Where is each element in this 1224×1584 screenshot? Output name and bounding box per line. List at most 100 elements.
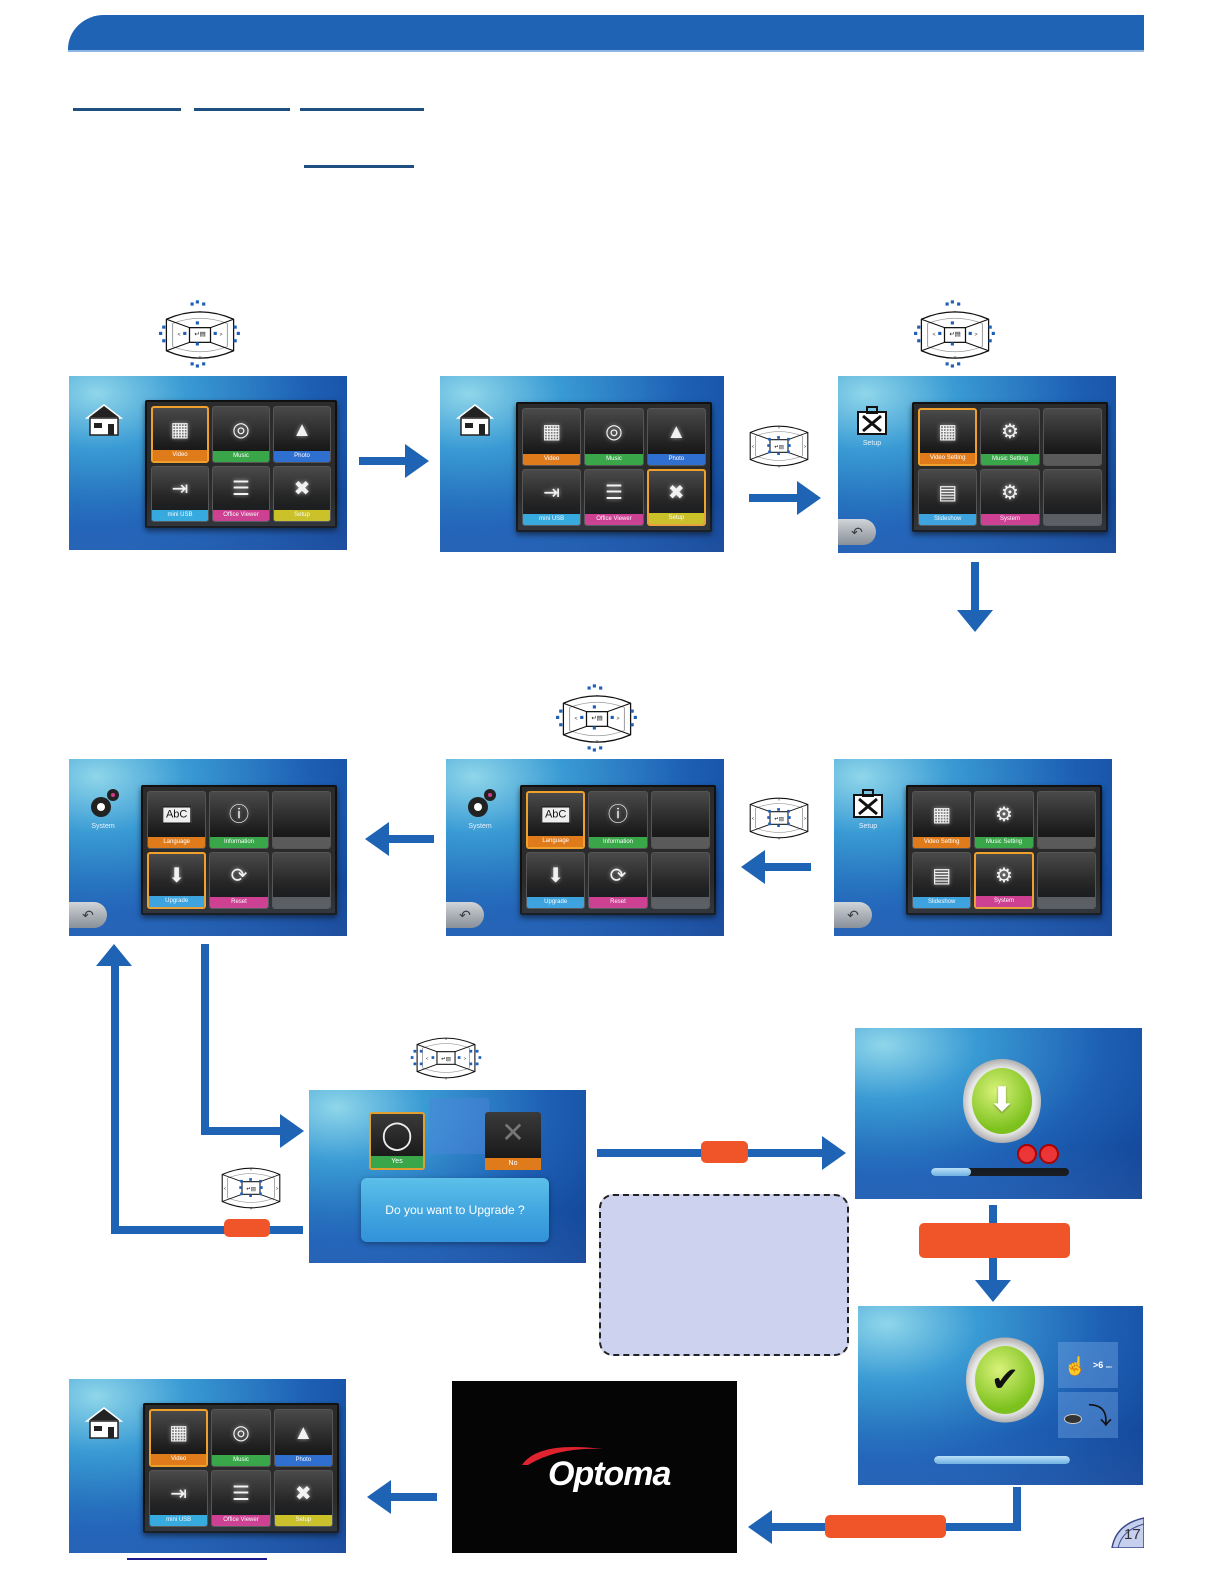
tile-photo[interactable]: ▲Photo — [273, 406, 331, 463]
tile-system[interactable]: ⚙System — [974, 851, 1034, 909]
usb-input-icon: ⇥ — [171, 478, 189, 501]
back-button[interactable]: ↶ — [446, 902, 484, 928]
upgrading-screen: ⬇ — [855, 1028, 1142, 1199]
back-arrow-icon: ↶ — [851, 524, 863, 540]
cross-icon: ✕ — [501, 1117, 525, 1148]
tile-empty — [650, 851, 710, 909]
brand-swoosh-icon — [522, 1447, 603, 1465]
back-button[interactable]: ↶ — [69, 902, 107, 928]
tile-music[interactable]: ◎Music — [211, 1409, 271, 1467]
svg-text:<: < — [752, 816, 755, 821]
subtitle-link-underline[interactable] — [304, 165, 414, 168]
reset-icon: ⟳ — [609, 864, 627, 887]
svg-text:^: ^ — [778, 798, 781, 803]
tile-video-setting[interactable]: ▦Video Setting — [918, 408, 978, 466]
no-power-off-icon — [1039, 1144, 1059, 1164]
music-setting-icon: ⚙ — [995, 804, 1013, 827]
tile-music[interactable]: ◎Music — [584, 408, 644, 466]
system-gears-icon: ⚙ — [1001, 481, 1019, 504]
upgrade-download-icon: ⬇ — [168, 864, 186, 887]
tile-music-setting[interactable]: ⚙Music Setting — [974, 791, 1034, 849]
svg-text:<: < — [177, 332, 180, 338]
home-icon — [454, 402, 496, 438]
tile-reset[interactable]: ⟳Reset — [209, 851, 269, 909]
tile-reset[interactable]: ⟳Reset — [588, 851, 648, 909]
title-link-underline[interactable] — [194, 108, 290, 111]
svg-text:>: > — [219, 332, 222, 338]
upgrade-question-box: Do you want to Upgrade ? — [361, 1178, 549, 1242]
upgrade-download-icon: ⬇ — [547, 864, 565, 887]
tile-slideshow[interactable]: ▤Slideshow — [918, 468, 978, 526]
information-icon: ⓘ — [228, 804, 249, 827]
back-arrow-icon: ↶ — [82, 907, 94, 923]
no-button[interactable]: ✕ No — [485, 1112, 541, 1170]
menu-grid: ▦Video Setting ⚙Music Setting ▤Slideshow… — [906, 785, 1102, 915]
flow-arrow-up — [111, 966, 119, 1234]
title-link-underline[interactable] — [73, 108, 181, 111]
slideshow-icon: ▤ — [932, 864, 952, 887]
tile-music-setting[interactable]: ⚙Music Setting — [980, 408, 1040, 466]
remote-pad-icon: ^ v < > ↵▤ — [749, 797, 809, 841]
film-icon: ▦ — [170, 419, 190, 442]
tile-mini-usb[interactable]: ⇥mini USB — [522, 468, 582, 526]
setup-screen-system-focused: Setup ▦Video Setting ⚙Music Setting ▤Sli… — [834, 759, 1112, 936]
press-duration-text: >6 — [1093, 1360, 1104, 1370]
tile-photo[interactable]: ▲Photo — [646, 408, 706, 466]
flow-arrow-return-horizontal — [111, 1226, 303, 1234]
action-tag-restart — [825, 1515, 946, 1538]
upgrade-progress-fill — [931, 1168, 972, 1176]
tile-video[interactable]: ▦Video — [151, 406, 209, 463]
back-button[interactable]: ↶ — [834, 902, 872, 928]
tile-mini-usb[interactable]: ⇥mini USB — [151, 465, 209, 522]
tile-video[interactable]: ▦Video — [522, 408, 582, 466]
svg-text:↵▤: ↵▤ — [441, 1057, 451, 1063]
svg-text:<: < — [224, 1186, 227, 1191]
back-button[interactable]: ↶ — [838, 519, 876, 545]
tile-office-viewer[interactable]: ☰Office Viewer — [211, 1469, 271, 1527]
screen-title: Setup — [858, 823, 878, 830]
curved-arrow-icon: ⤵ — [1088, 1403, 1112, 1430]
tile-upgrade[interactable]: ⬇Upgrade — [147, 851, 207, 909]
tile-system[interactable]: ⚙System — [980, 468, 1040, 526]
music-disc-icon: ◎ — [232, 1422, 250, 1445]
remote-pad-icon: ^ v < > ↵▤ — [221, 1167, 281, 1211]
tile-setup[interactable]: ✖Setup — [273, 1469, 333, 1527]
footer-link-underline[interactable] — [127, 1558, 267, 1560]
remote-pad-left-right: ^ v < > ↵▤ — [404, 1030, 488, 1086]
tile-slideshow[interactable]: ▤Slideshow — [912, 851, 972, 909]
information-icon: ⓘ — [607, 804, 628, 827]
tile-office-viewer[interactable]: ☰Office Viewer — [584, 468, 644, 526]
title-link-underline[interactable] — [300, 108, 424, 111]
tile-setup[interactable]: ✖Setup — [273, 465, 331, 522]
tile-music[interactable]: ◎Music — [212, 406, 270, 463]
music-setting-icon: ⚙ — [1001, 421, 1019, 444]
remote-pad-enter: ^ v < > ↵▤ — [215, 1160, 287, 1216]
tile-video-setting[interactable]: ▦Video Setting — [912, 791, 972, 849]
system-gears-icon — [83, 785, 125, 821]
svg-text:v: v — [199, 355, 202, 361]
tile-office-viewer[interactable]: ☰Office Viewer — [212, 465, 270, 522]
svg-text:<: < — [932, 332, 935, 338]
action-tag-wait — [919, 1223, 1070, 1258]
tile-video[interactable]: ▦Video — [149, 1409, 209, 1467]
tile-photo[interactable]: ▲Photo — [273, 1409, 333, 1467]
flow-arrowhead-left — [367, 1480, 391, 1514]
photo-icon: ▲ — [292, 418, 312, 441]
menu-grid: ▦Video ◎Music ▲Photo ⇥mini USB ☰Office V… — [143, 1403, 339, 1533]
tile-setup[interactable]: ✖Setup — [646, 468, 706, 526]
tile-mini-usb[interactable]: ⇥mini USB — [149, 1469, 209, 1527]
action-tag-no — [224, 1219, 270, 1237]
svg-text:>: > — [464, 1056, 467, 1061]
usb-input-icon: ⇥ — [170, 1482, 188, 1505]
yes-button[interactable]: ◯ Yes — [369, 1112, 425, 1170]
tile-upgrade[interactable]: ⬇Upgrade — [526, 851, 586, 909]
menu-grid: ▦Video ◎Music ▲Photo ⇥mini USB ☰Office V… — [516, 402, 712, 532]
home-screen-final: ▦Video ◎Music ▲Photo ⇥mini USB ☰Office V… — [69, 1379, 346, 1553]
home-screen-setup-focused: ▦Video ◎Music ▲Photo ⇥mini USB ☰Office V… — [440, 376, 724, 552]
